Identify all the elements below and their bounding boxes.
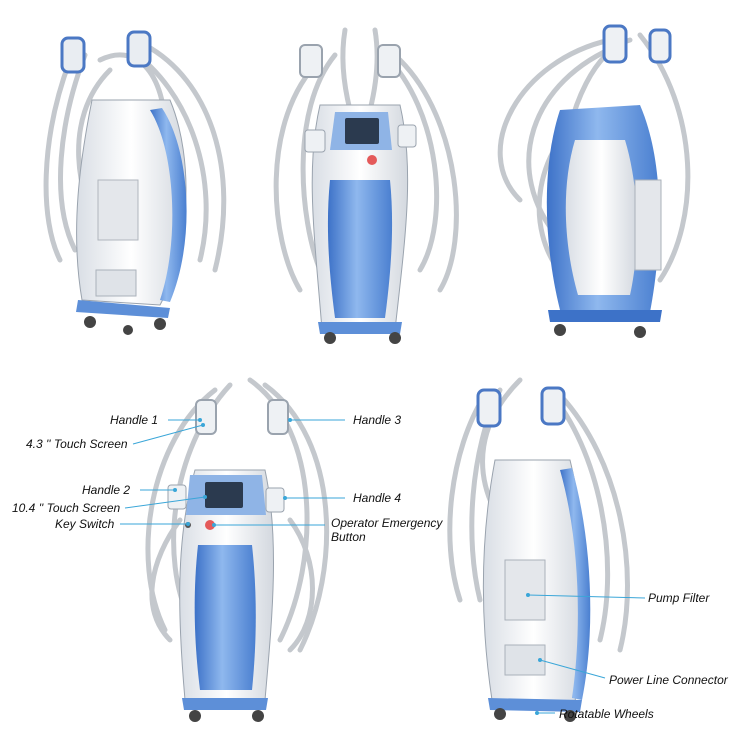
label-key-switch: Key Switch <box>55 517 115 531</box>
label-operator-emergency-line1: Operator Emergency <box>331 516 443 530</box>
label-handle-3: Handle 3 <box>353 413 402 427</box>
label-handle-2: Handle 2 <box>82 483 131 497</box>
machine-view-rear <box>497 24 691 338</box>
leader-power-line-connector <box>539 659 606 679</box>
label-power-line-connector: Power Line Connector <box>609 673 728 687</box>
label-touch-screen-10-4: 10.4 '' Touch Screen <box>12 501 121 515</box>
label-pump-filter: Pump Filter <box>648 591 710 605</box>
machine-view-annotated-rear <box>447 377 630 722</box>
label-operator-emergency-button: Operator Emergency Button <box>331 516 442 544</box>
machine-view-front-left <box>43 30 227 335</box>
leader-touch-screen-4-3 <box>132 424 204 445</box>
machine-view-front <box>273 27 459 344</box>
machine-view-annotated-front <box>145 377 330 722</box>
leader-pump-filter <box>527 594 646 599</box>
label-operator-emergency-line2: Button <box>331 530 366 544</box>
leader-touch-screen-10-4 <box>124 496 206 509</box>
leader-lines <box>120 418 646 715</box>
label-touch-screen-4-3: 4.3 '' Touch Screen <box>26 437 128 451</box>
label-handle-1: Handle 1 <box>110 413 159 427</box>
label-handle-4: Handle 4 <box>353 491 402 505</box>
label-rotatable-wheels: Rotatable Wheels <box>559 707 654 721</box>
